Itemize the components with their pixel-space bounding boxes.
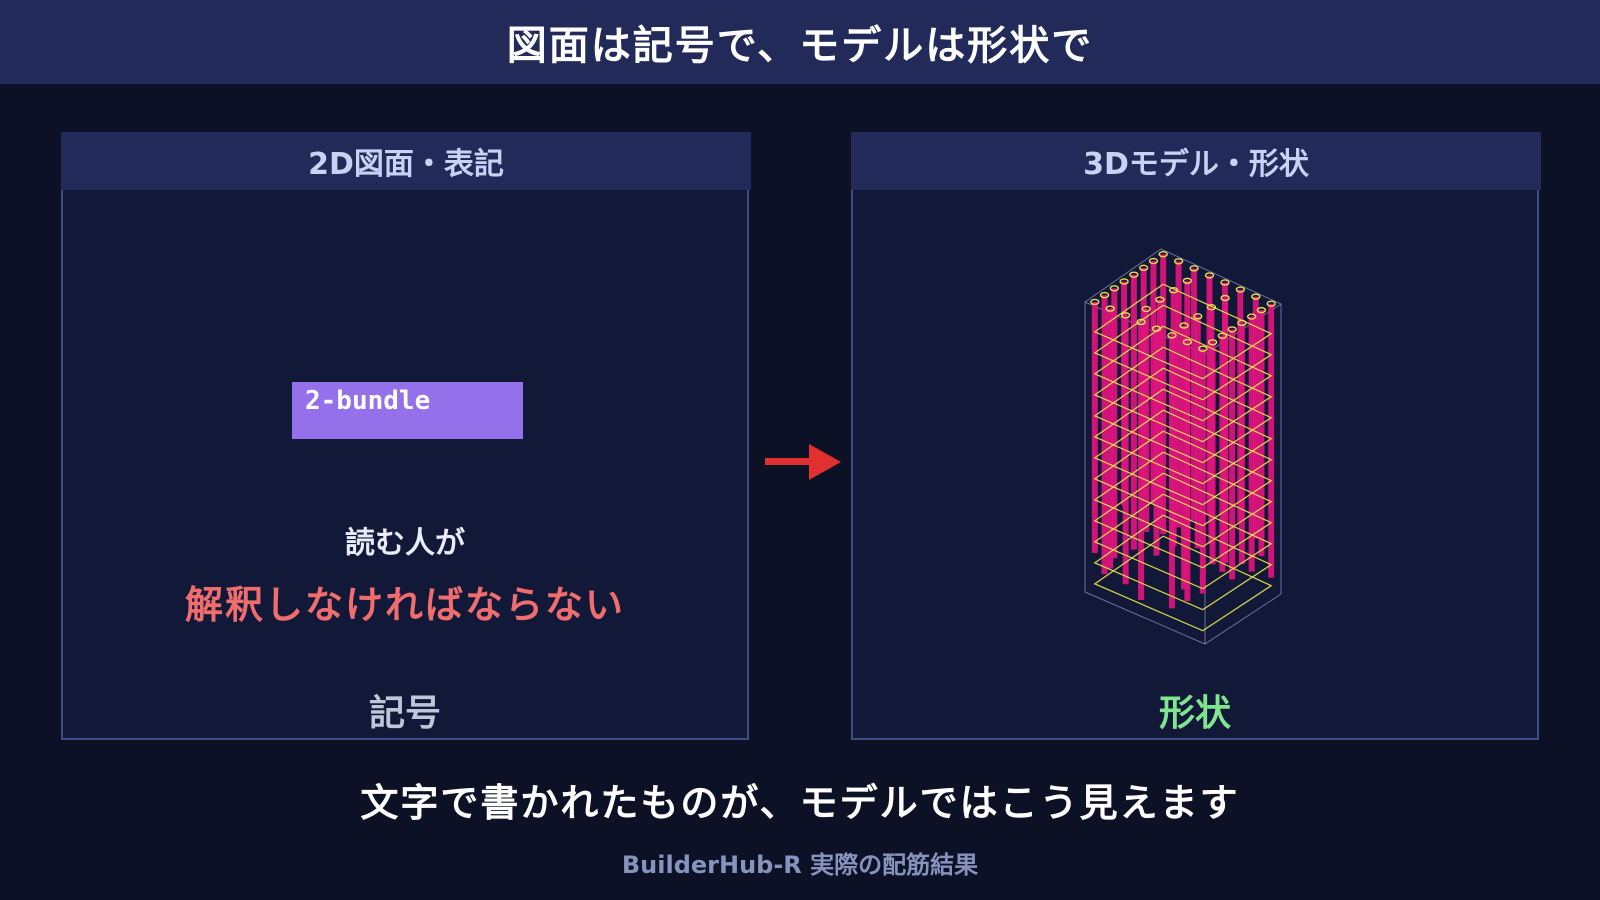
- title-bar: 図面は記号で、モデルは形状で: [0, 0, 1600, 84]
- rebar-model-image: [1084, 248, 1282, 645]
- symbol-label: 記号: [368, 693, 441, 734]
- reader-text: 読む人が: [345, 526, 465, 561]
- interpret-text: 解釈しなければならない: [184, 583, 625, 627]
- drawing-panel: 2D図面・表記 2-bundle 読む人が 解釈しなければならない 記号: [61, 132, 751, 740]
- bottom-message: 文字で書かれたものが、モデルではこう見えます: [360, 781, 1240, 825]
- arrow-right-icon: [765, 444, 841, 480]
- shape-label: 形状: [1158, 693, 1231, 734]
- credit-text: BuilderHub-R 実際の配筋結果: [621, 851, 979, 879]
- model-panel-title: 3Dモデル・形状: [851, 132, 1541, 190]
- page-title: 図面は記号で、モデルは形状で: [506, 23, 1094, 69]
- drawing-panel-title: 2D図面・表記: [61, 132, 751, 190]
- bundle-label-box: 2-bundle: [292, 382, 523, 439]
- model-panel: 3Dモデル・形状 形状: [851, 132, 1541, 740]
